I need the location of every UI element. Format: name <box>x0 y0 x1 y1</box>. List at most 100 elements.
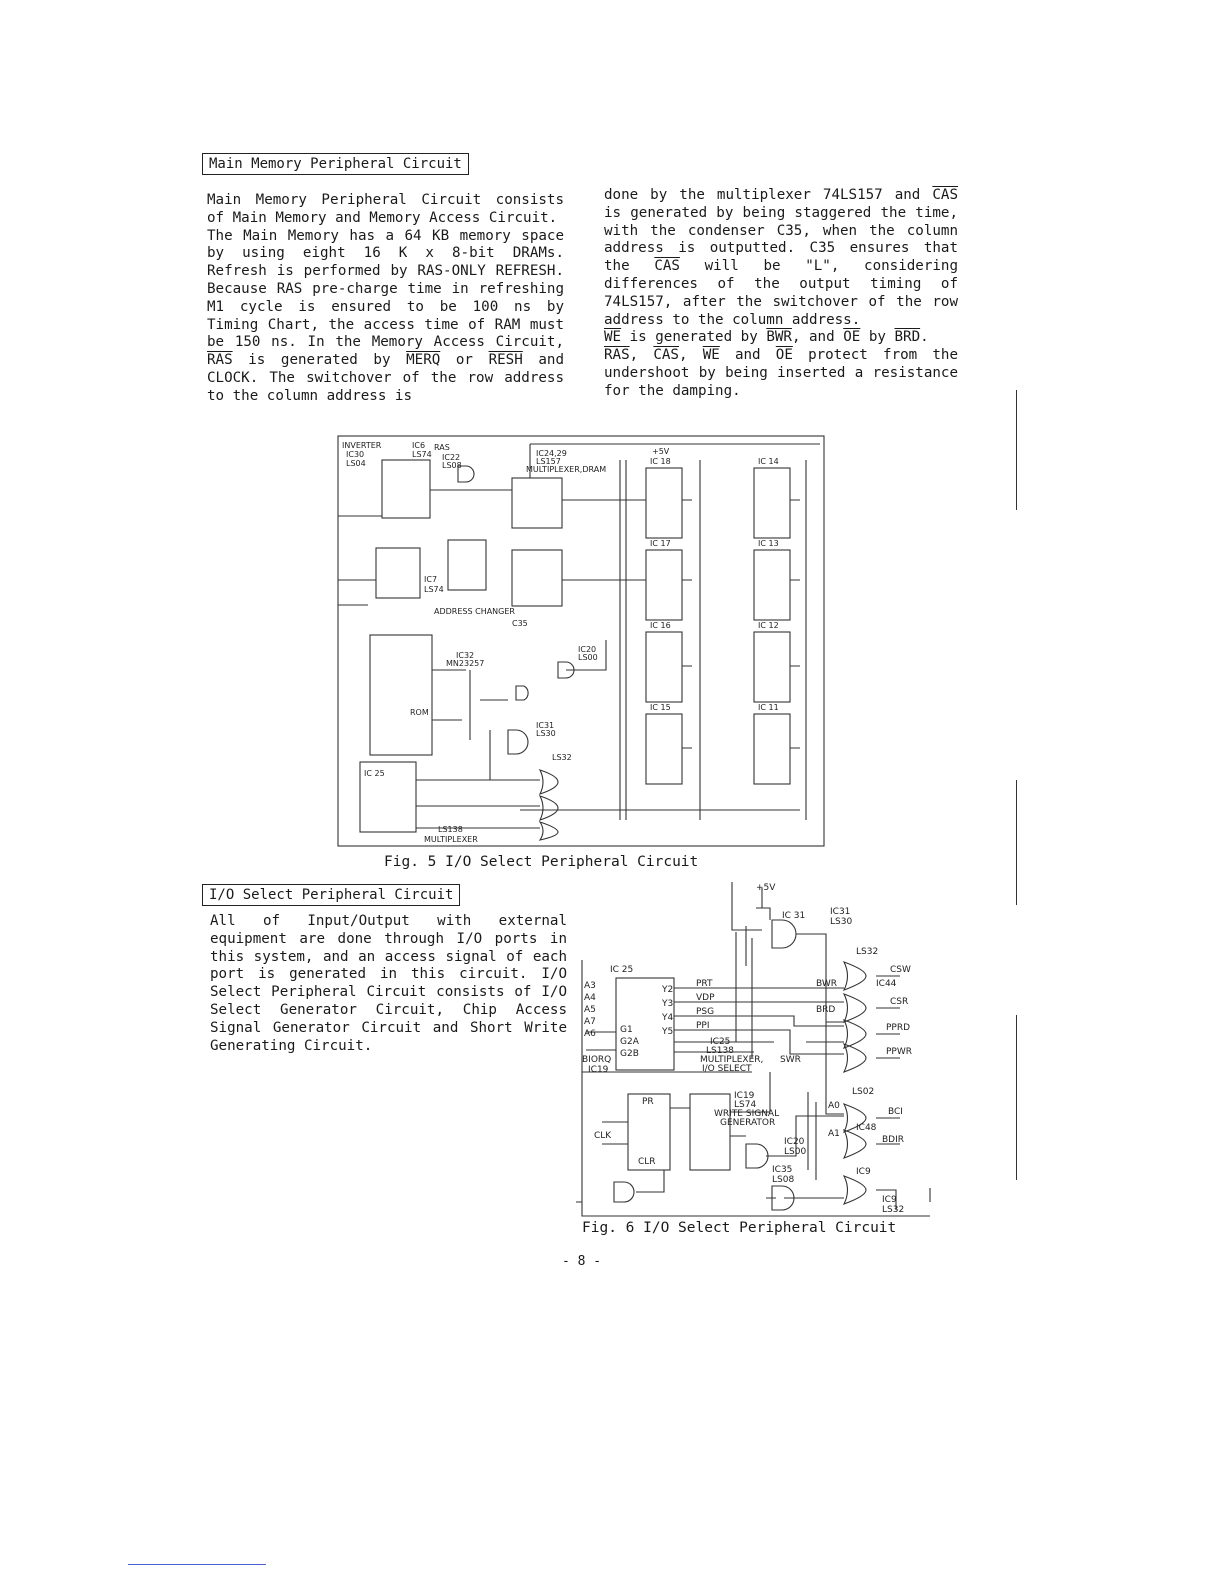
fig6-label: PPWR <box>886 1047 912 1057</box>
fig5-label: IC7 <box>424 575 437 584</box>
fig6-label: LS32 <box>882 1205 904 1215</box>
fig6-label: CSR <box>890 997 908 1007</box>
fig5-label: IC 16 <box>650 621 671 630</box>
signal-bwr: BWR <box>766 329 792 346</box>
fig6-label: IC48 <box>856 1123 877 1133</box>
fig6-label: LS138 <box>706 1046 734 1056</box>
fig5-label: LS04 <box>346 459 366 468</box>
fig6-label: BWR <box>816 979 837 989</box>
fig6-label: CLR <box>638 1157 656 1167</box>
fig6-label: IC31 <box>830 907 850 917</box>
signal-cas: CAS <box>653 347 679 364</box>
signal-oe: OE <box>843 329 861 346</box>
right-edge-line <box>1016 390 1017 510</box>
text-run: and CLOCK. The switchover of the row add… <box>207 352 564 404</box>
text-run: will be "L", considering differences of … <box>604 258 959 328</box>
signal-cas: CAS <box>932 187 958 203</box>
signal-resh: RESH <box>488 352 523 369</box>
text-run: protect from the undershoot by being ins… <box>604 347 958 399</box>
fig6-label: IC9 <box>882 1195 897 1205</box>
fig5-label: INVERTER <box>342 441 382 450</box>
fig6-label: IC19 <box>734 1091 755 1101</box>
paragraph: WE is generated by BWR, and OE by BRD. <box>604 329 929 346</box>
fig6-label: +5V <box>756 883 776 893</box>
fig5-label: IC20 <box>578 645 596 654</box>
fig6-label: Y5 <box>661 1027 673 1037</box>
fig6-label: PPI <box>696 1021 710 1031</box>
fig6-label: LS74 <box>734 1100 756 1110</box>
paragraph: All of Input/Output with external equipm… <box>210 913 567 1054</box>
fig5-label: IC30 <box>346 450 364 459</box>
fig5-label: IC 14 <box>758 457 779 466</box>
text-run: is generated by <box>248 352 391 369</box>
fig6-label: SWR <box>780 1055 801 1065</box>
fig6-label: IC25 <box>710 1037 730 1047</box>
figure-5-caption: Fig. 5 I/O Select Peripheral Circuit <box>384 854 699 870</box>
signal-we: WE <box>702 347 720 364</box>
figure-6-caption: Fig. 6 I/O Select Peripheral Circuit <box>582 1220 897 1236</box>
fig6-label: IC44 <box>876 979 897 989</box>
fig6-label: PRT <box>696 979 713 989</box>
right-edge-line <box>1016 1015 1017 1180</box>
fig6-label: GENERATOR <box>720 1118 775 1128</box>
fig6-label: CSW <box>890 965 911 975</box>
fig5-label: ADDRESS CHANGER <box>434 607 515 616</box>
fig6-label: G1 <box>620 1025 633 1035</box>
paragraph: The Main Memory has a 64 KB memory space… <box>207 228 564 406</box>
fig6-label: CLK <box>594 1131 612 1141</box>
signal-ras: RAS <box>207 352 233 369</box>
fig6-label: A3 <box>584 981 596 991</box>
signal-ras: RAS <box>604 347 630 364</box>
paragraph: done by the multiplexer 74LS157 and CAS … <box>604 187 958 329</box>
text-run: is generated by <box>629 329 758 346</box>
fig5-label: IC24,29 <box>536 449 567 458</box>
fig6-label: LS30 <box>830 917 852 927</box>
bottom-edge-line <box>128 1564 266 1565</box>
fig6-label: Y3 <box>661 999 673 1009</box>
fig5-label: IC 18 <box>650 457 671 466</box>
fig6-label: PR <box>642 1097 654 1107</box>
fig5-label: LS74 <box>412 450 432 459</box>
paragraph: Main Memory Peripheral Circuit consists … <box>207 192 564 226</box>
fig6-label: I/O SELECT <box>702 1064 752 1074</box>
fig5-label: LS30 <box>536 729 556 738</box>
fig5-label: LS157 <box>536 457 561 466</box>
fig5-label: MULTIPLEXER,DRAM <box>526 465 606 474</box>
fig6-label: LS00 <box>784 1147 806 1157</box>
text-run: is generated by being staggered the time… <box>604 204 958 275</box>
fig6-label: IC19 <box>588 1065 609 1075</box>
fig6-label: MULTIPLEXER, <box>700 1055 763 1065</box>
fig5-label: IC22 <box>442 453 460 462</box>
fig5-label: IC 17 <box>650 539 671 548</box>
text-run: , and <box>791 329 835 346</box>
text-run: done by the multiplexer 74LS157 and <box>604 187 921 203</box>
signal-we: WE <box>604 329 622 346</box>
fig5-label: MN23257 <box>446 659 484 668</box>
signal-brd: BRD <box>894 329 921 346</box>
fig6-label: G2B <box>620 1049 639 1059</box>
fig6-label: PPRD <box>886 1023 910 1033</box>
fig5-label: LS08 <box>442 461 462 470</box>
fig6-label: LS32 <box>856 947 878 957</box>
fig6-label: PSG <box>696 1007 714 1017</box>
fig6-label: WRITE SIGNAL <box>714 1109 779 1119</box>
fig5-label: LS00 <box>578 653 598 662</box>
fig6-label: IC20 <box>784 1137 805 1147</box>
fig6-label: BRD <box>816 1005 835 1015</box>
page-number: - 8 - <box>562 1254 602 1269</box>
paragraph: RAS, CAS, WE and OE protect from the und… <box>604 347 958 399</box>
left-column-text: Main Memory Peripheral Circuit consists … <box>207 192 564 406</box>
fig5-label: IC 11 <box>758 703 779 712</box>
fig6-label: A5 <box>584 1005 596 1015</box>
fig5-label: IC31 <box>536 721 554 730</box>
fig6-label: A0 <box>828 1101 840 1111</box>
fig6-label: Y4 <box>661 1013 673 1023</box>
signal-cas: CAS <box>654 258 680 275</box>
fig5-label: +5V <box>652 447 670 456</box>
fig6-label: A6 <box>584 1029 596 1039</box>
fig6-label: BIORQ <box>582 1055 611 1065</box>
fig5-label: LS138 <box>438 825 463 834</box>
signal-oe: OE <box>775 347 793 364</box>
signal-merq: MERQ <box>406 352 441 369</box>
fig5-label: ROM <box>410 708 429 717</box>
